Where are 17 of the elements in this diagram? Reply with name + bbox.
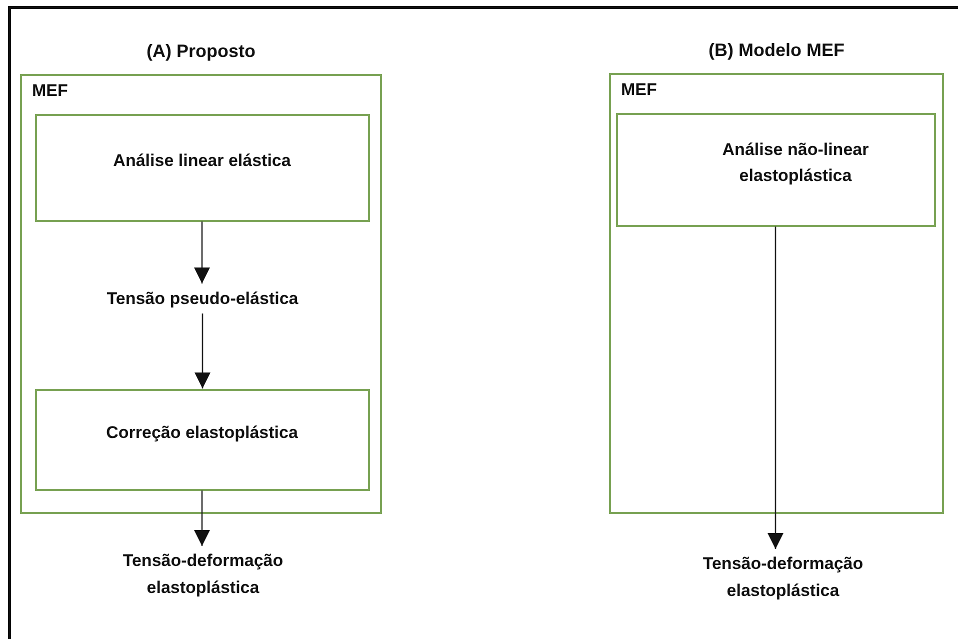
group-label: MEF [621, 79, 657, 101]
process-box [34, 114, 370, 222]
arrow [194, 222, 210, 284]
flow-text: Tensão pseudo-elástica [106, 288, 298, 310]
box-text: Análise linear elástica [112, 150, 292, 172]
process-box [616, 112, 936, 226]
box-text: Correção elastoplástica [105, 422, 299, 444]
process-box [34, 388, 370, 490]
group-label: MEF [32, 80, 68, 102]
flow-text: Tensão-deformação elastoplástica [122, 550, 284, 599]
arrow [768, 226, 784, 549]
flow-text: Tensão-deformação elastoplástica [702, 553, 864, 602]
arrow [194, 490, 210, 546]
arrow [194, 314, 210, 388]
panel-heading: (B) Modelo MEF [708, 39, 846, 62]
box-text: Análise não-linear elastoplástica [721, 138, 870, 186]
panel-heading: (A) Proposto [146, 40, 256, 63]
